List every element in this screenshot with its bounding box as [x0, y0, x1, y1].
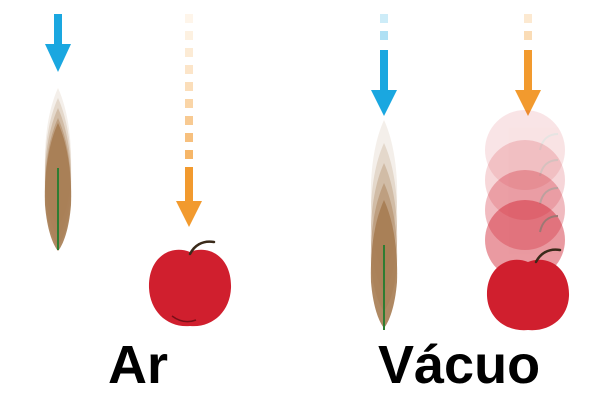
apple-icon — [148, 240, 232, 327]
arrow-down-icon — [45, 14, 71, 72]
vacuum-panel — [370, 14, 570, 331]
apple-icon — [485, 110, 570, 331]
air-panel — [44, 14, 232, 327]
feather-icon — [44, 88, 72, 251]
feather-icon — [370, 120, 398, 330]
arrow-down-icon — [176, 14, 202, 227]
arrow-down-icon — [371, 14, 397, 116]
vacuum-label: Vácuo — [378, 335, 541, 395]
arrow-down-icon — [515, 14, 541, 116]
air-label: Ar — [108, 335, 169, 395]
